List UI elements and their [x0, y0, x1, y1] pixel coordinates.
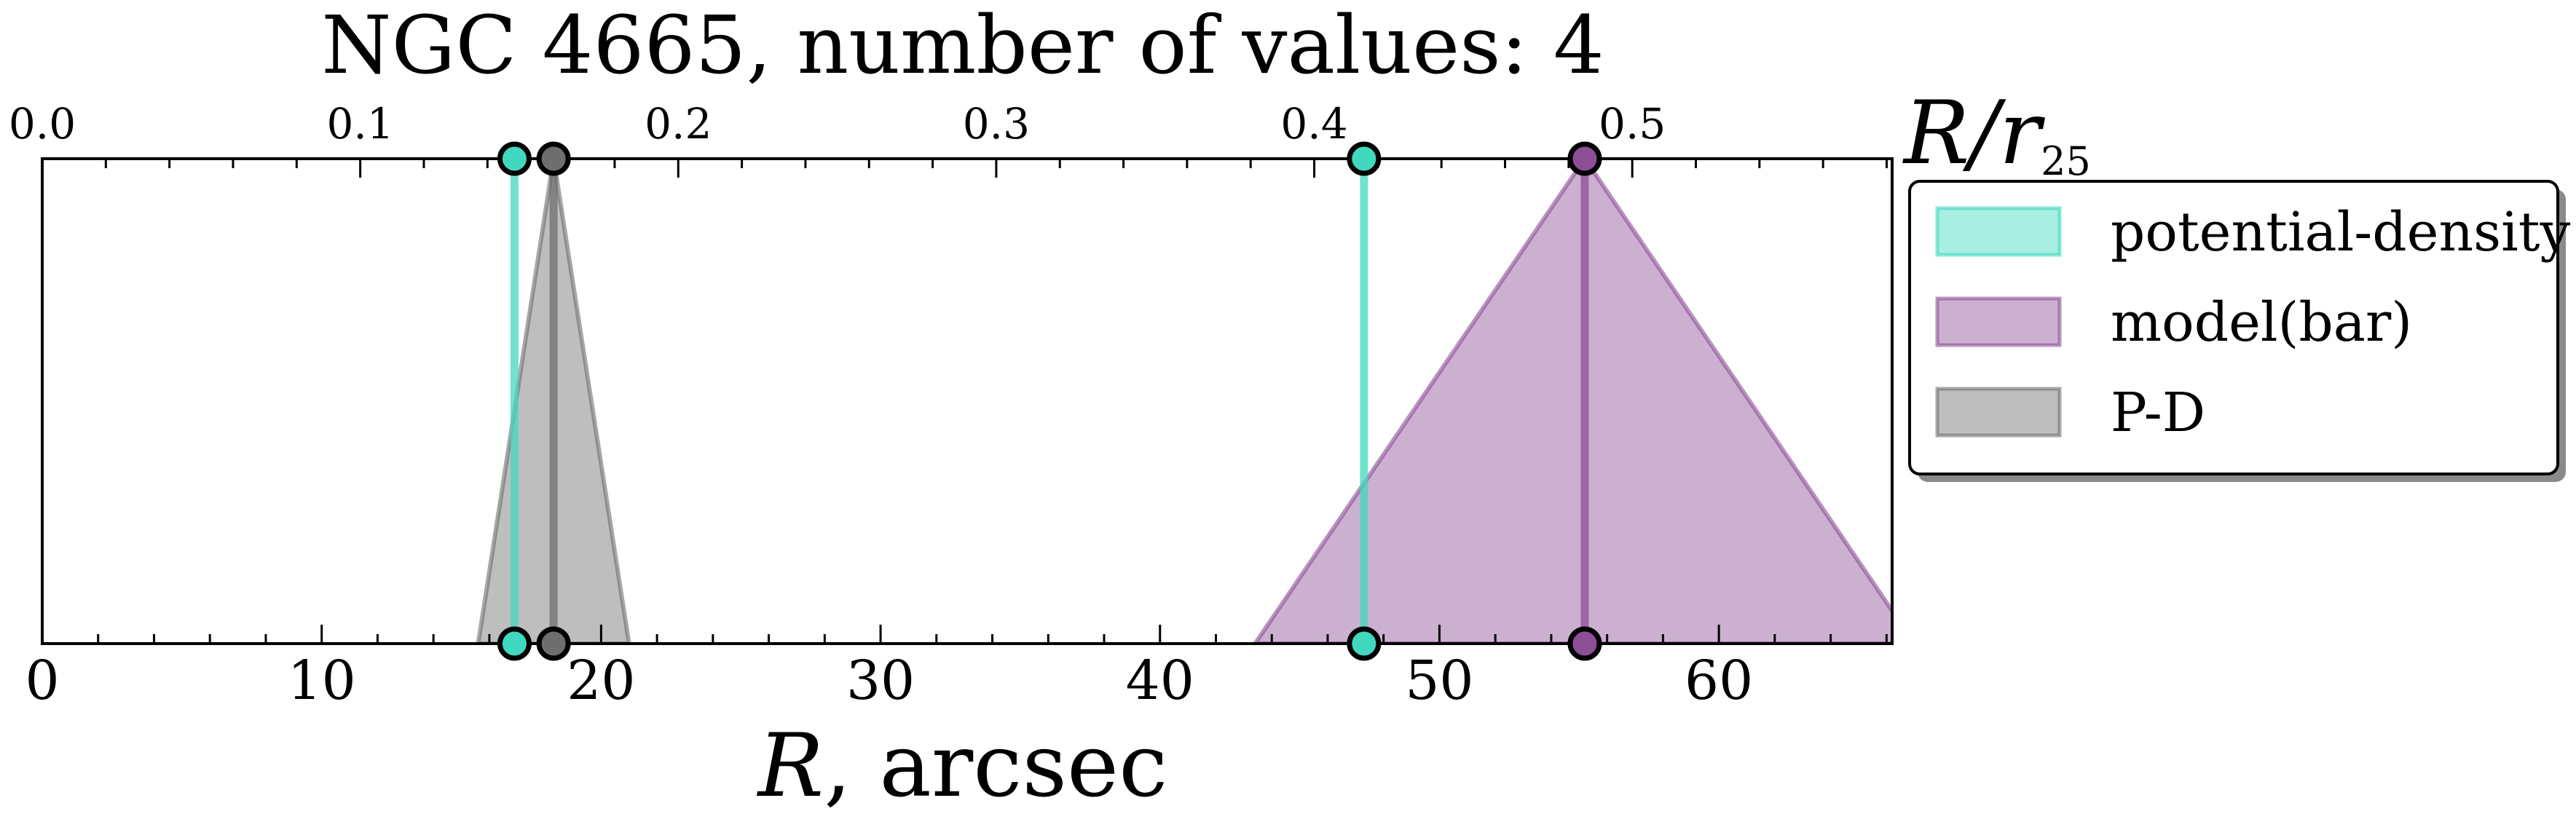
top-axis-label-subscript: 25: [2041, 138, 2091, 184]
value-marker: [497, 141, 532, 176]
x-tick-label: 40: [1126, 649, 1194, 712]
x-tick-label: 20: [567, 649, 635, 712]
error-span-layer: [476, 159, 1892, 644]
top-tick-label: 0.2: [645, 99, 712, 149]
legend-item: P-D: [1935, 382, 2205, 444]
value-marker: [536, 626, 571, 661]
legend-label: P-D: [2111, 382, 2205, 444]
x-tick-label: 30: [846, 649, 915, 712]
legend-box: [1908, 180, 2559, 475]
top-tick-label: 0.3: [963, 99, 1030, 149]
top-axis-label: R/r25: [1902, 83, 2091, 184]
x-tick-label: 0: [25, 649, 59, 712]
legend-item: model(bar): [1935, 291, 2412, 354]
top-tick-label: 0.0: [9, 99, 76, 149]
top-tick-label: 0.4: [1280, 99, 1347, 149]
legend-swatch: [1935, 296, 2062, 347]
plot-frame: [41, 157, 1894, 645]
series-line-layer: [510, 159, 1589, 644]
legend-label: model(bar): [2111, 291, 2412, 354]
value-marker: [497, 626, 532, 661]
legend-swatch: [1935, 206, 2062, 257]
x-tick-label: 50: [1405, 649, 1473, 712]
chart-title: NGC 4665, number of values: 4: [321, 0, 1604, 92]
x-axis-label: R, arcsec: [757, 716, 1168, 817]
value-marker: [536, 141, 571, 176]
legend-swatch: [1935, 387, 2062, 438]
value-marker: [1347, 141, 1382, 176]
top-tick-label: 0.5: [1599, 99, 1666, 149]
top-tick-label: 0.1: [327, 99, 394, 149]
legend-item: potential-density: [1935, 201, 2571, 264]
value-marker: [1567, 626, 1602, 661]
x-tick-label: 10: [288, 649, 356, 712]
legend-label: potential-density: [2111, 201, 2571, 264]
value-marker: [1347, 626, 1382, 661]
error-span: [1252, 159, 1892, 644]
legend-items: potential-density model(bar) P-D: [1935, 201, 2571, 444]
x-tick-label: 60: [1685, 649, 1753, 712]
marker-layer: [497, 141, 1602, 661]
x-axis-label-unit: , arcsec: [824, 716, 1167, 817]
top-axis-label-symbol: R/r: [1902, 83, 2046, 184]
legend: potential-density model(bar) P-D: [1908, 180, 2571, 482]
tick-layer: 0 10 20 30 40 50 60 0.0 0.1 0.2 0.3 0.4 0.5: [9, 99, 1888, 712]
value-marker: [1567, 141, 1602, 176]
x-axis-label-symbol: R: [757, 716, 824, 817]
